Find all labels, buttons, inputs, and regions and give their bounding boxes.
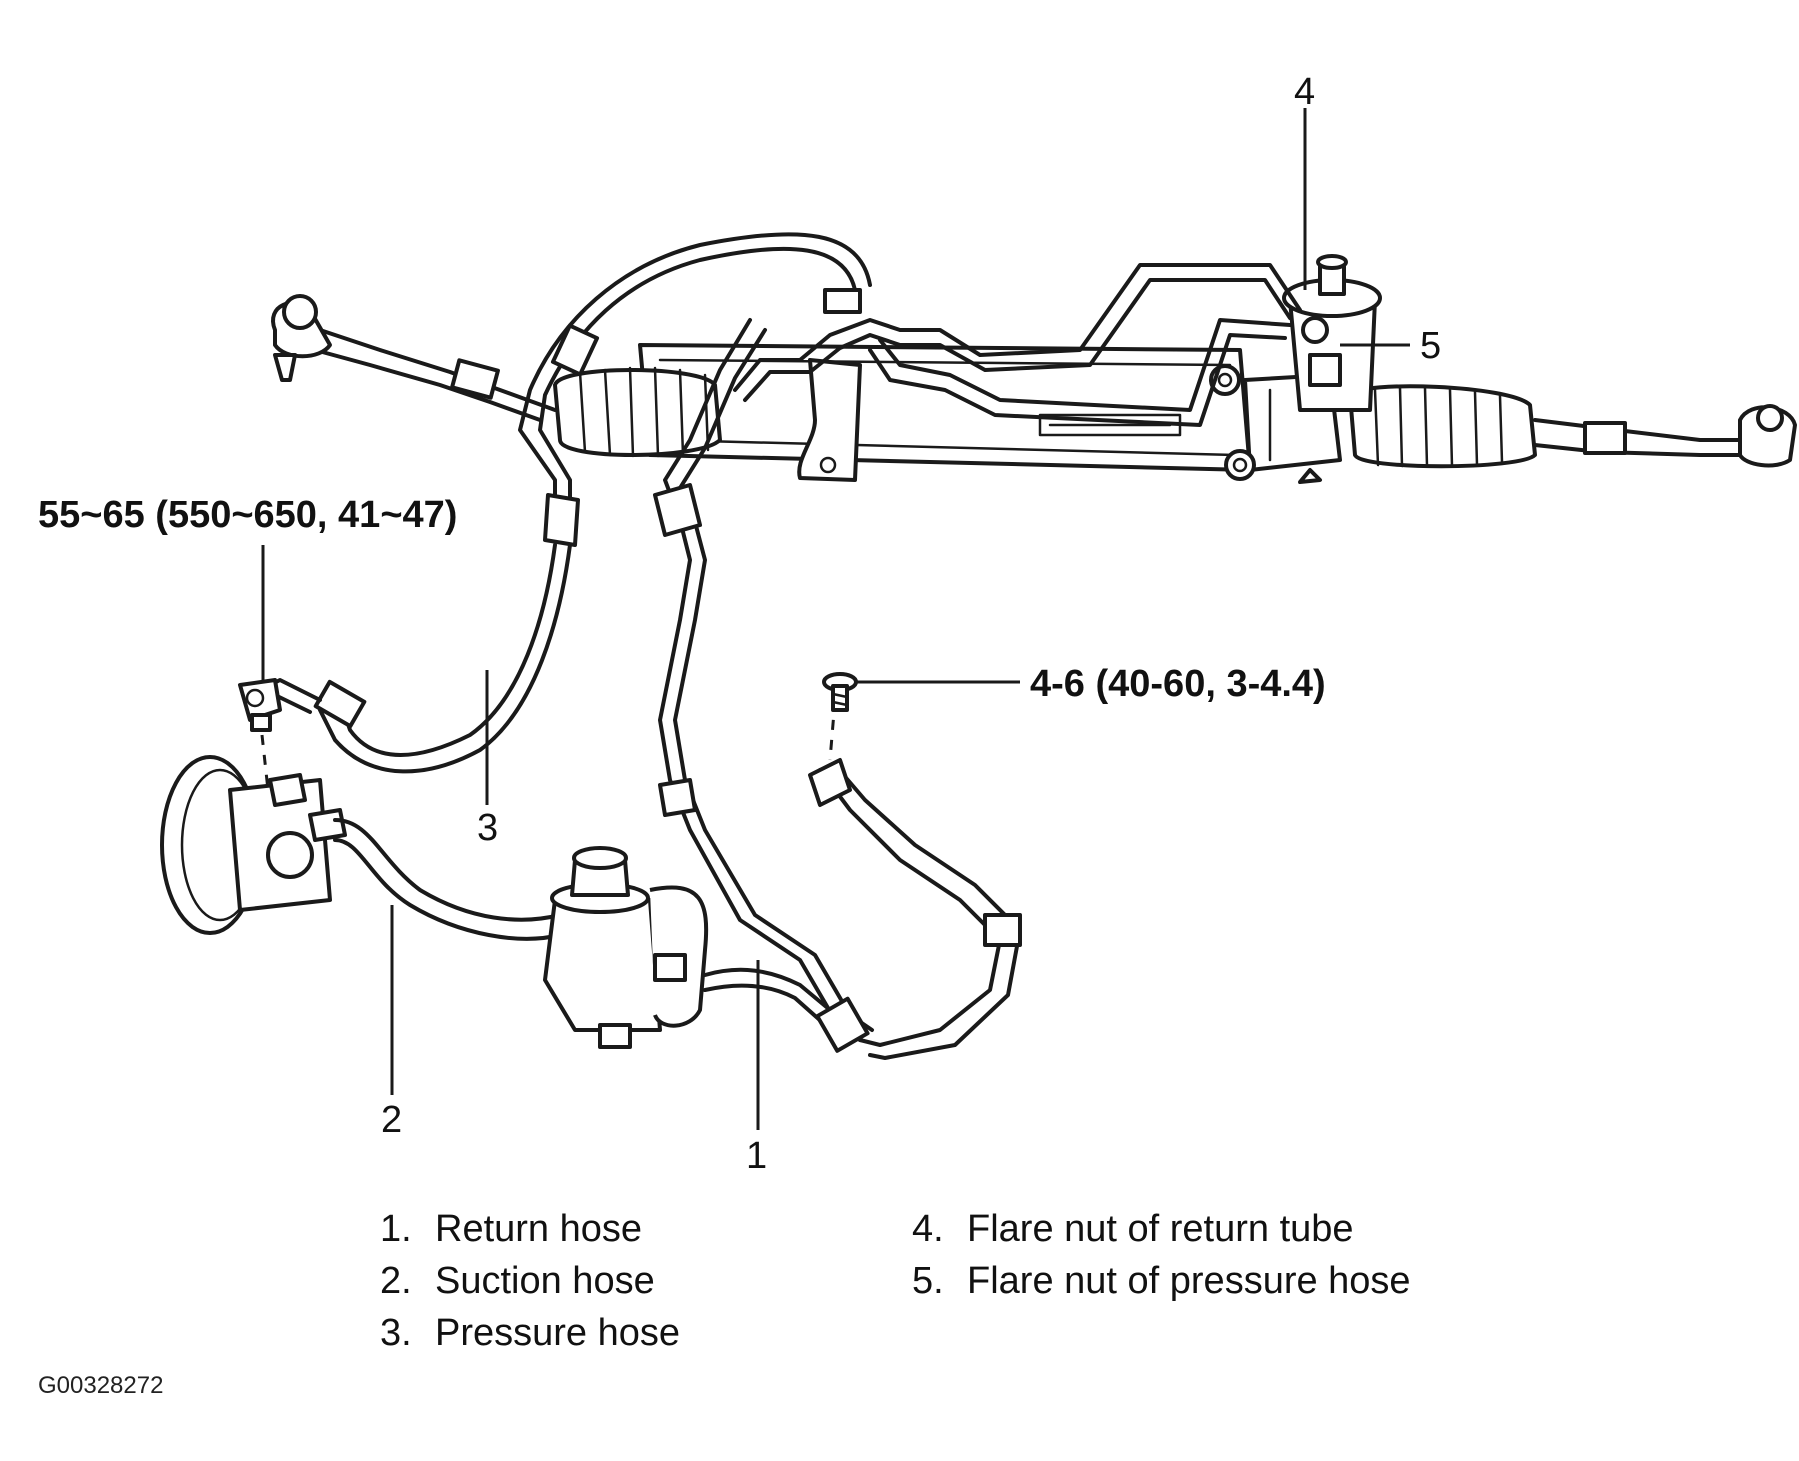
callout-3: 3: [477, 807, 498, 849]
leader-lines: [261, 108, 1410, 1130]
callout-2: 2: [381, 1099, 402, 1141]
legend-number: 3.: [380, 1312, 412, 1354]
hose-bracket-lines: [808, 699, 1022, 1060]
legend-item-3: 3. Pressure hose: [380, 1307, 680, 1359]
callout-1: 1: [746, 1135, 767, 1177]
pressure-hose-fitting: [238, 678, 282, 791]
legend-item-5: 5. Flare nut of pressure hose: [912, 1255, 1411, 1307]
legend-item-1: 1. Return hose: [380, 1203, 680, 1255]
legend-number: 5.: [912, 1260, 944, 1302]
rack-mount-bracket: [797, 288, 862, 482]
power-steering-pump: [160, 755, 347, 935]
pressure-hose-3: [258, 232, 872, 774]
legend-number: 4.: [912, 1208, 944, 1250]
torque-spec-bracket-bolt: 4-6 (40-60, 3-4.4): [1030, 663, 1326, 705]
legend-number: 2.: [380, 1260, 412, 1302]
callout-5: 5: [1420, 325, 1441, 367]
legend-item-4: 4. Flare nut of return tube: [912, 1203, 1411, 1255]
figure-id: G00328272: [38, 1372, 164, 1399]
right-rack-boot: [1348, 384, 1537, 469]
control-valve-housing: [1282, 254, 1382, 412]
bracket-bolt: [822, 672, 858, 712]
torque-spec-pressure-hose: 55~65 (550~650, 41~47): [38, 494, 457, 536]
legend-right: 4. Flare nut of return tube 5. Flare nut o…: [912, 1203, 1411, 1307]
rack-transfer-tubes: [733, 263, 1302, 427]
legend-label: Pressure hose: [435, 1312, 681, 1354]
legend-label: Suction hose: [435, 1260, 655, 1302]
suction-hose-2: [333, 818, 562, 941]
left-tie-rod: [271, 294, 557, 422]
legend-label: Flare nut of pressure hose: [967, 1260, 1411, 1302]
legend-item-2: 2. Suction hose: [380, 1255, 680, 1307]
legend-left: 1. Return hose 2. Suction hose 3. Pressure …: [380, 1203, 680, 1359]
fluid-reservoir: [543, 846, 709, 1049]
legend-label: Return hose: [435, 1208, 643, 1250]
left-rack-boot: [553, 366, 722, 458]
legend-label: Flare nut of return tube: [967, 1208, 1354, 1250]
right-tie-rod: [1533, 404, 1797, 468]
callout-4: 4: [1294, 71, 1315, 113]
legend-number: 1.: [380, 1208, 412, 1250]
